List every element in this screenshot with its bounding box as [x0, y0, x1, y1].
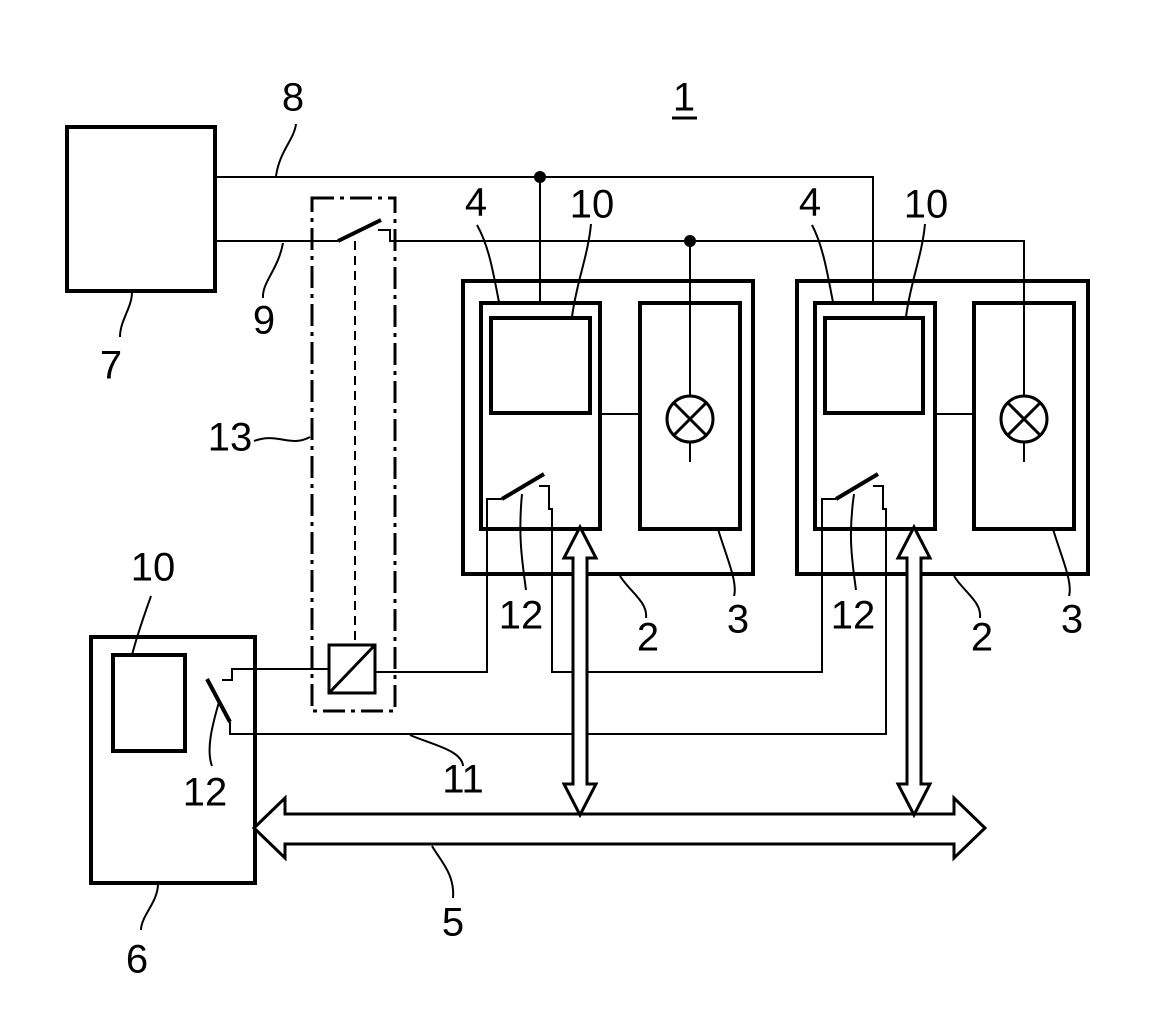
label-module-b-switch: 12	[831, 594, 876, 638]
leader-2-b	[954, 576, 980, 618]
power-source-box	[67, 127, 215, 291]
module-a-lamp-icon	[667, 396, 713, 442]
signal-line	[230, 529, 886, 734]
label-disconnector-frame: 13	[208, 416, 253, 460]
module-b-bus-arrow	[898, 527, 930, 815]
control-unit-box	[91, 637, 255, 883]
label-module-b-housing: 2	[971, 616, 993, 660]
control-unit-display	[113, 655, 185, 751]
label-module-a-lamp-unit: 3	[727, 598, 749, 642]
label-module-a-housing: 2	[637, 616, 659, 660]
disconnector-frame	[312, 198, 395, 711]
figure-reference-label: 1	[673, 76, 695, 120]
leader-5	[432, 846, 453, 898]
leader-2-a	[620, 576, 646, 618]
module-a-controller	[481, 303, 600, 529]
label-module-a-display: 10	[570, 183, 615, 227]
leader-7	[120, 292, 132, 337]
leader-13	[254, 437, 310, 441]
actuator-diagonal	[329, 645, 375, 693]
leader-12-control	[210, 702, 219, 766]
label-module-b-lamp-unit: 3	[1061, 598, 1083, 642]
module-b-controller	[815, 303, 935, 529]
label-line-upper: 8	[282, 76, 304, 120]
leader-6	[141, 884, 158, 930]
label-line-lower: 9	[253, 299, 275, 343]
label-signal-line: 11	[442, 758, 484, 802]
label-control-switch: 12	[183, 771, 228, 815]
module-a-display	[491, 318, 590, 413]
control-unit-switch	[207, 679, 230, 722]
label-module-a-switch: 12	[499, 594, 544, 638]
leader-3-a	[718, 529, 735, 596]
leader-3-b	[1053, 529, 1070, 596]
label-control-display: 10	[131, 546, 176, 590]
leader-9	[263, 243, 283, 298]
label-module-b-display: 10	[904, 183, 949, 227]
junction-dot-lower	[684, 235, 696, 247]
label-bus: 5	[442, 901, 464, 945]
module-b-lamp-icon	[1001, 396, 1047, 442]
label-module-b-controller: 4	[799, 181, 821, 225]
leader-4-b	[812, 225, 833, 302]
bus-arrow	[254, 798, 985, 858]
leader-4-a	[477, 225, 499, 302]
supply-line-lower-right	[378, 230, 1024, 303]
label-control-unit: 6	[126, 938, 148, 982]
disconnector-contact	[338, 220, 381, 241]
leader-8	[276, 124, 296, 176]
label-power-source: 7	[100, 344, 122, 388]
label-module-a-controller: 4	[465, 181, 487, 225]
leader-10-control	[132, 596, 151, 655]
actuator-to-module-a-line	[375, 529, 487, 672]
module-b-display	[825, 318, 923, 413]
junction-dot-upper	[534, 171, 546, 183]
